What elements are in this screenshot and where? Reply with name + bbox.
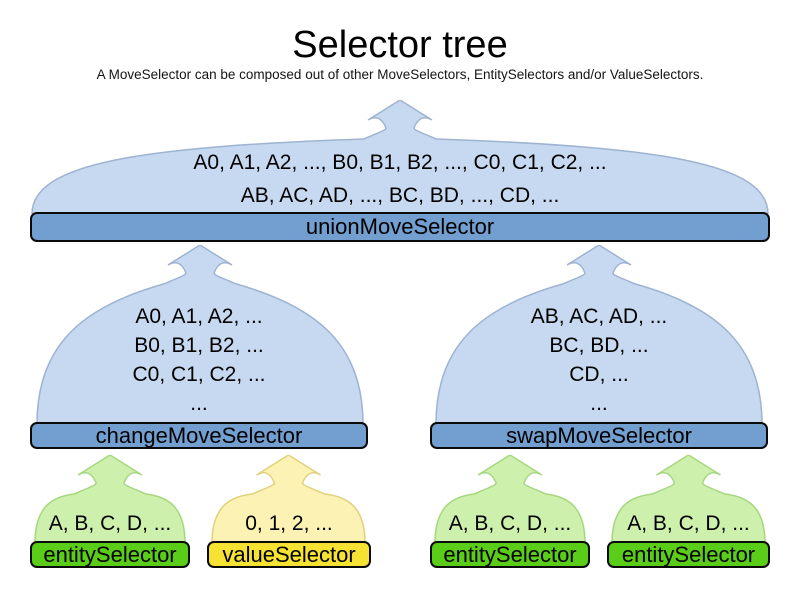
entity-mid-funnel-items: A, B, C, D, ... [430, 511, 590, 537]
change-move-selector-bar: changeMoveSelector [30, 422, 368, 449]
swap-move-selector-label: swapMoveSelector [506, 422, 692, 448]
change-items-line: A0, A1, A2, ... [135, 305, 263, 328]
value-funnel-items: 0, 1, 2, ... [207, 511, 371, 537]
swap-funnel-icon [435, 245, 763, 424]
entity-items-line: A, B, C, D, ... [448, 512, 572, 535]
union-funnel-items: A0, A1, A2, ..., B0, B1, B2, ..., C0, C1… [30, 146, 770, 212]
entity-selector-label: entitySelector [443, 541, 577, 567]
entity-items-line: A, B, C, D, ... [48, 512, 172, 535]
value-items-line: 0, 1, 2, ... [245, 512, 333, 535]
change-move-selector-label: changeMoveSelector [95, 422, 303, 448]
change-items-line: ... [190, 392, 208, 415]
union-items-line: AB, AC, AD, ..., BC, BD, ..., CD, ... [240, 184, 560, 207]
change-funnel-icon [36, 245, 364, 424]
entity-selector-bar-left: entitySelector [30, 541, 190, 568]
entity-items-line: A, B, C, D, ... [627, 512, 750, 535]
entity-right-funnel-items: A, B, C, D, ... [607, 511, 770, 537]
swap-items-line: ... [590, 392, 608, 415]
value-selector-label: valueSelector [222, 541, 356, 567]
swap-move-selector-bar: swapMoveSelector [430, 422, 768, 449]
entity-left-funnel-icon [34, 455, 186, 543]
entity-left-funnel-items: A, B, C, D, ... [30, 511, 190, 537]
entity-mid-funnel-icon [434, 455, 586, 543]
entity-selector-bar-middle: entitySelector [430, 541, 590, 568]
swap-items-line: BC, BD, ... [549, 334, 649, 357]
entity-selector-label: entitySelector [43, 541, 177, 567]
change-items-line: C0, C1, C2, ... [132, 363, 266, 386]
entity-selector-bar-right: entitySelector [607, 541, 770, 568]
union-funnel-icon [31, 100, 769, 214]
swap-funnel-items: AB, AC, AD, ... BC, BD, ... CD, ... ... [430, 302, 768, 418]
union-move-selector-label: unionMoveSelector [305, 214, 495, 239]
entity-selector-label: entitySelector [621, 541, 756, 567]
value-funnel-icon [211, 455, 366, 543]
page-title: Selector tree [292, 24, 508, 66]
swap-items-line: AB, AC, AD, ... [530, 305, 668, 328]
swap-items-line: CD, ... [569, 363, 629, 386]
change-funnel-items: A0, A1, A2, ... B0, B1, B2, ... C0, C1, … [30, 302, 368, 418]
union-move-selector-bar: unionMoveSelector [30, 212, 770, 242]
subtitle: A MoveSelector can be composed out of ot… [96, 67, 704, 82]
union-items-line: A0, A1, A2, ..., B0, B1, B2, ..., C0, C1… [193, 151, 607, 174]
change-items-line: B0, B1, B2, ... [134, 334, 264, 357]
value-selector-bar: valueSelector [207, 541, 371, 568]
entity-right-funnel-icon [611, 455, 766, 543]
